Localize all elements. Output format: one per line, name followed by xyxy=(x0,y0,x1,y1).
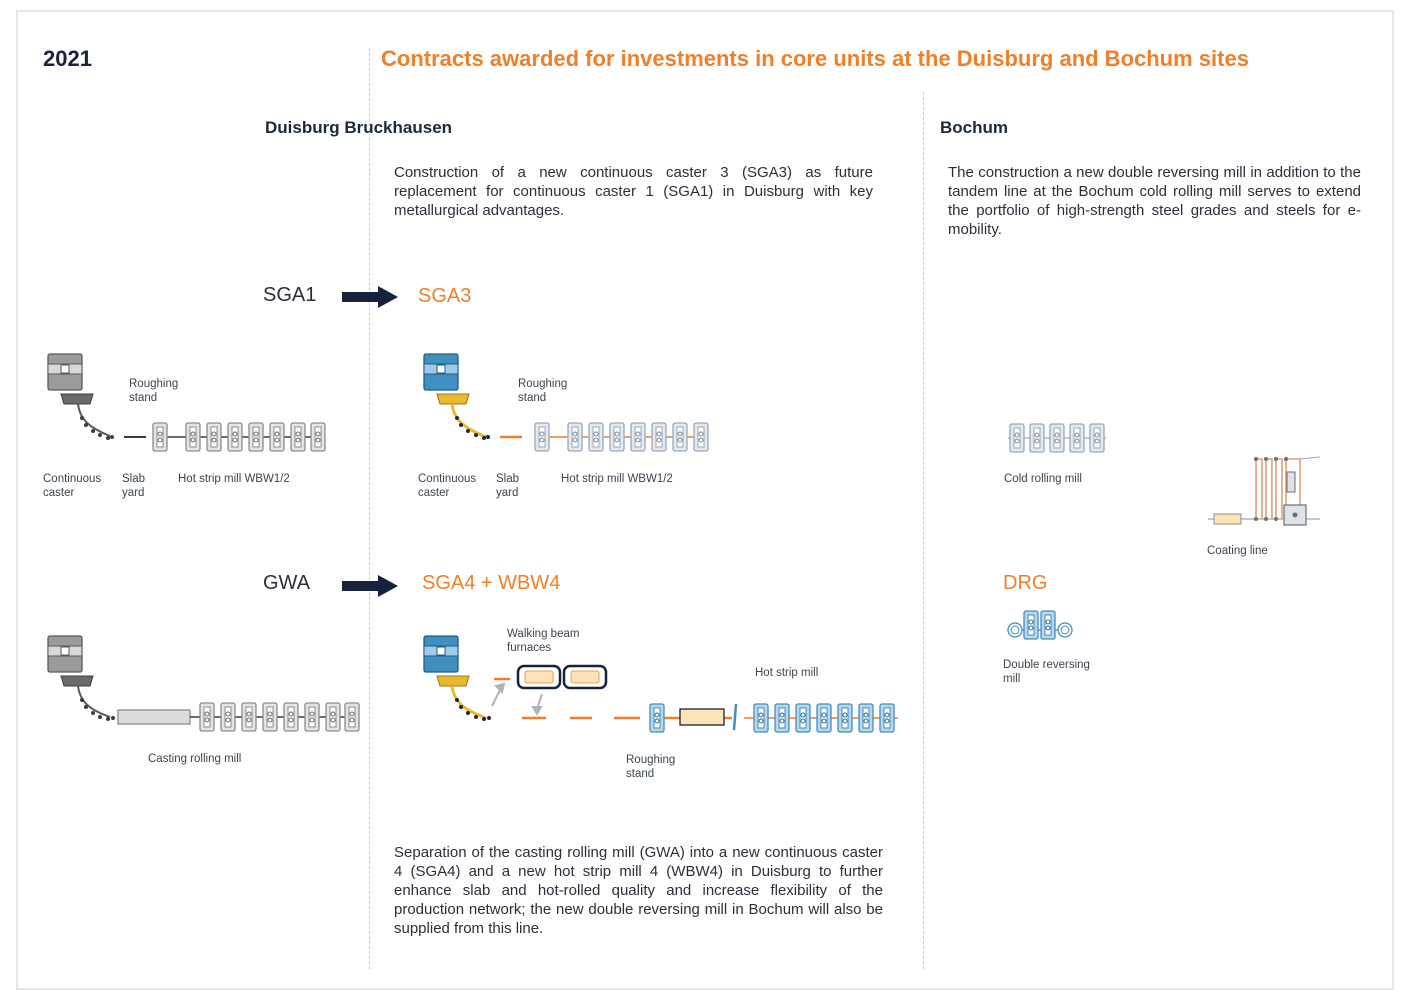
rolling-stand-icon xyxy=(774,703,790,733)
rolling-stand-icon xyxy=(1029,423,1045,453)
ladle-icon xyxy=(423,635,470,687)
divider-left xyxy=(369,48,370,969)
rolling-stand-icon xyxy=(879,703,895,733)
rolling-stand-icon xyxy=(1049,423,1065,453)
coil-box-icon xyxy=(679,708,725,726)
year-label: 2021 xyxy=(43,46,92,71)
label-hot-strip-mill: Hot strip mill xyxy=(755,667,819,679)
rolling-stand-icon xyxy=(816,703,832,733)
unit-gwa: GWA xyxy=(263,572,311,594)
rolling-stand-icon xyxy=(630,422,646,452)
rolling-stand-icon xyxy=(290,422,306,452)
rolling-stand-icon xyxy=(344,702,360,732)
label-caster-sga1: Continuous caster xyxy=(43,473,102,499)
label-slab-sga3: Slab yard xyxy=(496,473,520,499)
headline: Contracts awarded for investments in cor… xyxy=(381,46,1249,71)
rolling-stand-icon xyxy=(262,702,278,732)
label-walking-beam: Walking beam furnaces xyxy=(507,628,580,654)
strand-rollers-sga4 xyxy=(455,698,491,721)
right-arrow-icon xyxy=(342,286,398,308)
strand-gwa xyxy=(77,685,111,718)
rolling-stand-icon xyxy=(325,702,341,732)
walking-beam-furnace-icon xyxy=(516,664,608,690)
roughing-stand-icon xyxy=(534,422,550,452)
rolling-stand-icon xyxy=(753,703,769,733)
label-roughing-sga1: Roughing stand xyxy=(129,378,179,404)
rolling-stand-icon xyxy=(199,702,215,732)
ladle-icon xyxy=(47,635,94,687)
furnace-flow-arrows xyxy=(491,682,543,717)
roughing-stand-icon xyxy=(649,703,665,733)
rolling-stand-icon xyxy=(588,422,604,452)
unit-sga3: SGA3 xyxy=(418,285,472,307)
rolling-stand-icon xyxy=(1089,423,1105,453)
rolling-stand-icon xyxy=(1023,610,1039,640)
site-title-duisburg: Duisburg Bruckhausen xyxy=(265,118,453,137)
rolling-stand-icon xyxy=(795,703,811,733)
rolling-stand-icon xyxy=(651,422,667,452)
rolling-stand-icon xyxy=(283,702,299,732)
rolling-stand-icon xyxy=(241,702,257,732)
label-roughing-sga3: Roughing stand xyxy=(518,378,568,404)
unit-sga1: SGA1 xyxy=(263,284,317,306)
rolling-stand-icon xyxy=(1009,423,1025,453)
strand-sga4 xyxy=(450,685,487,720)
unit-sga4-wbw4: SGA4 + WBW4 xyxy=(422,572,561,594)
label-casting-rolling-mill: Casting rolling mill xyxy=(148,753,242,765)
ladle-icon xyxy=(47,353,94,405)
label-slab-sga1: Slab yard xyxy=(122,473,146,499)
roughing-stand-icon xyxy=(152,422,168,452)
description-sga3: Construction of a new continuous caster … xyxy=(394,164,873,219)
strand-rollers-sga1 xyxy=(80,416,114,440)
crop-shear-icon xyxy=(732,703,738,731)
strand-rollers-gwa xyxy=(80,698,115,721)
description-drg: The construction a new double reversing … xyxy=(948,164,1361,238)
divider-right xyxy=(923,92,924,969)
right-arrow-icon xyxy=(342,575,398,597)
label-coating-line: Coating line xyxy=(1207,545,1268,557)
ladle-icon xyxy=(423,353,470,405)
rolling-stand-icon xyxy=(1040,610,1056,640)
rolling-stand-icon xyxy=(227,422,243,452)
rolling-stand-icon xyxy=(609,422,625,452)
tunnel-furnace-icon xyxy=(117,709,191,725)
process-diagram xyxy=(47,286,1321,733)
rolling-stand-icon xyxy=(858,703,874,733)
rolling-stand-icon xyxy=(248,422,264,452)
label-mill-sga1: Hot strip mill WBW1/2 xyxy=(178,473,290,485)
rolling-stand-icon xyxy=(310,422,326,452)
label-caster-sga3: Continuous caster xyxy=(418,473,477,499)
double-reversing-mill-icon xyxy=(1007,610,1073,640)
rolling-stand-icon xyxy=(672,422,688,452)
label-roughing-sga4: Roughing stand xyxy=(626,754,676,780)
rolling-stand-icon xyxy=(693,422,709,452)
label-cold-rolling-mill: Cold rolling mill xyxy=(1004,473,1082,485)
rolling-stand-icon xyxy=(567,422,583,452)
rolling-stand-icon xyxy=(269,422,285,452)
rolling-stand-icon xyxy=(206,422,222,452)
label-mill-sga3: Hot strip mill WBW1/2 xyxy=(561,473,673,485)
unit-drg: DRG xyxy=(1003,572,1048,594)
strand-rollers-sga3 xyxy=(455,416,490,440)
site-title-bochum: Bochum xyxy=(940,118,1008,137)
label-double-reversing: Double reversing mill xyxy=(1003,659,1090,685)
rolling-stand-icon xyxy=(304,702,320,732)
coating-line-icon xyxy=(1208,456,1321,526)
strand-sga1 xyxy=(77,403,111,437)
rolling-stand-icon xyxy=(1069,423,1085,453)
rolling-stand-icon xyxy=(185,422,201,452)
description-sga4: Separation of the casting rolling mill (… xyxy=(394,844,883,937)
rolling-stand-icon xyxy=(837,703,853,733)
rolling-stand-icon xyxy=(220,702,236,732)
